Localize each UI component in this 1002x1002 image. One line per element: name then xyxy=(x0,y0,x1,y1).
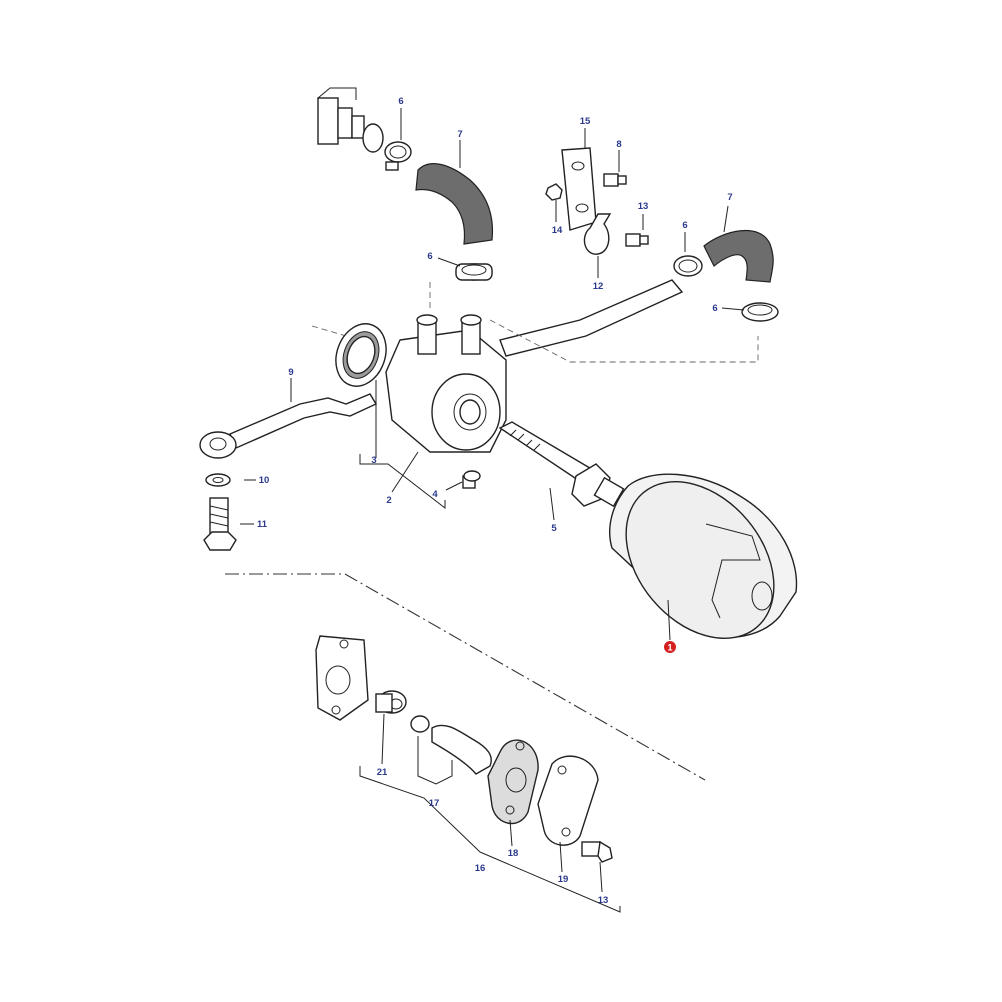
callout-1: 1 xyxy=(667,643,672,653)
callout-15: 15 xyxy=(580,116,591,127)
callout-6d: 6 xyxy=(712,303,717,314)
engine-fitting xyxy=(317,87,384,153)
callout-8: 8 xyxy=(616,139,621,150)
highlight-badge-1 xyxy=(664,641,676,653)
callout-6a: 6 xyxy=(398,96,403,107)
gasket-plate-top[interactable] xyxy=(315,635,369,721)
hose-clamp-6b[interactable] xyxy=(455,263,493,281)
callout-17: 17 xyxy=(429,798,440,809)
callout-13b: 13 xyxy=(598,895,609,906)
threaded-adapter-5[interactable] xyxy=(498,421,625,508)
callout-19: 19 xyxy=(558,874,569,885)
callout-11: 11 xyxy=(257,519,268,530)
callout-7a: 7 xyxy=(457,129,462,140)
hose-elbow-7b[interactable] xyxy=(703,229,774,283)
callout-10: 10 xyxy=(259,475,270,486)
bolt-13a[interactable] xyxy=(625,233,649,247)
callout-14: 14 xyxy=(552,225,563,236)
nut-14[interactable] xyxy=(545,183,563,201)
valve-seat-21[interactable] xyxy=(375,690,407,714)
relief-valve-17[interactable] xyxy=(410,715,492,775)
hose-clamp-6c[interactable] xyxy=(673,255,703,277)
assembly-guide-dashed-2 xyxy=(489,319,759,363)
mounting-bracket-15[interactable] xyxy=(561,147,597,231)
bolt-13b[interactable] xyxy=(581,840,613,863)
callout-9: 9 xyxy=(288,367,293,378)
callout-6b: 6 xyxy=(427,251,432,262)
callout-13a: 13 xyxy=(638,201,649,212)
callout-2: 2 xyxy=(386,495,391,506)
gasket-18[interactable] xyxy=(487,739,539,825)
section-divider-line xyxy=(225,573,706,781)
oil-filter-1[interactable] xyxy=(596,453,804,668)
callout-5: 5 xyxy=(551,523,557,534)
oil-pipe-upper[interactable] xyxy=(499,279,684,357)
callout-6c: 6 xyxy=(682,220,687,231)
bolt-8[interactable] xyxy=(603,173,627,187)
washer-10[interactable] xyxy=(205,473,231,487)
callout-3: 3 xyxy=(371,455,376,466)
grease-nipple-4[interactable] xyxy=(462,470,481,489)
cover-plate-19[interactable] xyxy=(537,755,599,846)
hose-clamp-6d[interactable] xyxy=(741,302,779,322)
callout-7b: 7 xyxy=(727,192,732,203)
leader-lines xyxy=(240,108,745,913)
callout-12: 12 xyxy=(593,281,604,292)
callout-21: 21 xyxy=(377,767,388,778)
callout-16: 16 xyxy=(475,863,486,874)
oil-cooler-2[interactable] xyxy=(385,314,507,453)
hose-elbow-7a[interactable] xyxy=(415,163,494,245)
callout-18: 18 xyxy=(508,848,519,859)
banjo-fitting[interactable] xyxy=(199,431,237,459)
callout-4: 4 xyxy=(432,489,438,500)
pipe-clip-12[interactable] xyxy=(583,213,612,255)
hose-clamp-6a[interactable] xyxy=(384,141,412,171)
seal-ring-3[interactable] xyxy=(328,317,395,394)
oil-line-9[interactable] xyxy=(229,393,378,449)
banjo-bolt-11[interactable] xyxy=(203,497,237,551)
